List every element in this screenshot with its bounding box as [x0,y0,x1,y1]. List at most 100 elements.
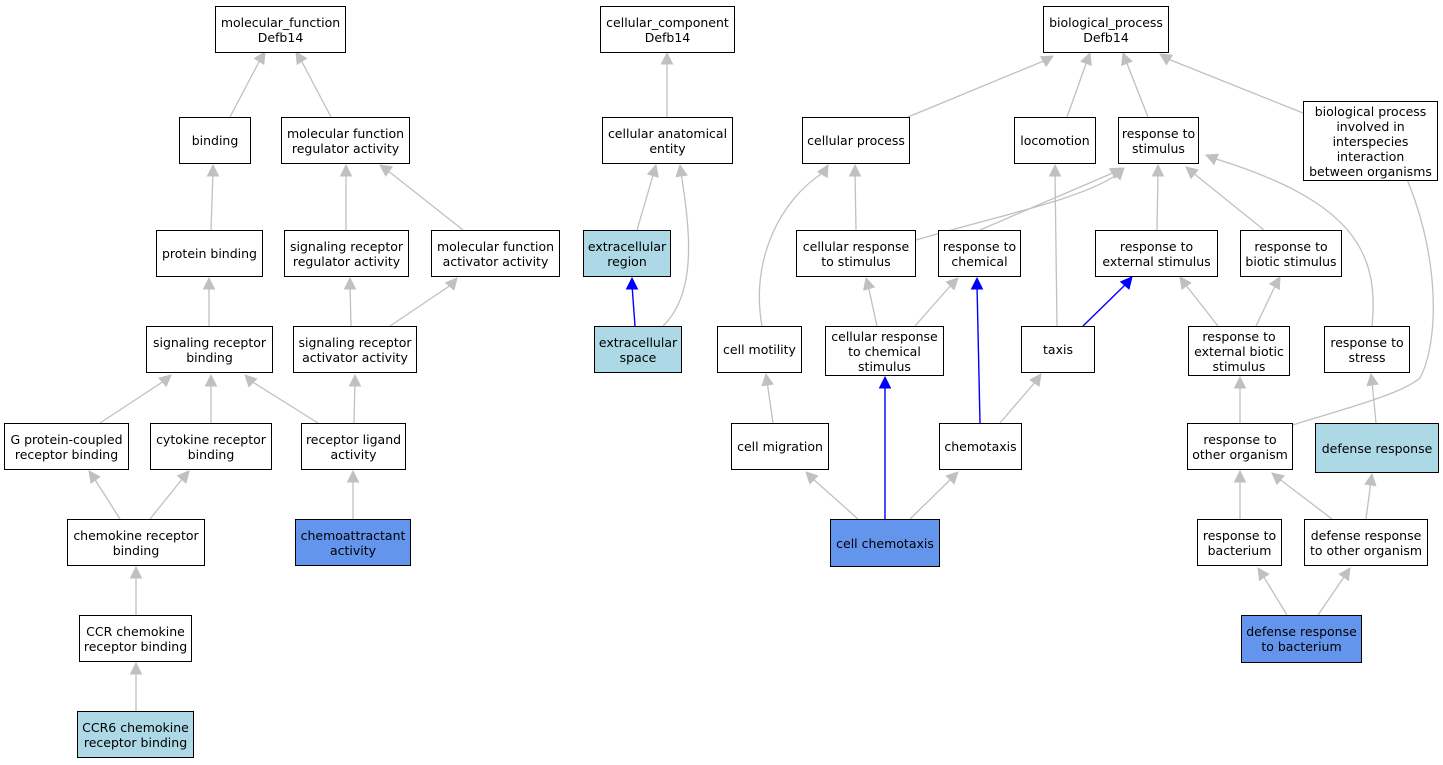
arrowhead-icon [129,565,143,579]
arrowhead-icon [1179,276,1192,291]
node-label-line: to bacterium [1261,639,1342,654]
arrowhead-icon [1233,469,1247,483]
node-label-line: chemical [951,253,1008,269]
node-label-line: defense response [1246,624,1357,639]
node-label-line: CCR chemokine [86,623,185,639]
edge [636,171,655,231]
node-label-line: chemoattractant [300,527,406,543]
node-label-line: G protein-coupled [10,431,123,447]
edge [662,171,690,327]
highlighted-edge [976,284,981,424]
arrowhead-icon [204,373,218,387]
node-label-line: response to [1203,431,1277,447]
node-defense-response[interactable]: defense response [1315,423,1439,473]
node-label-line: cytokine receptor [156,431,266,447]
edge [93,477,121,520]
node-label-line: region [607,253,647,269]
arrowhead-icon [863,276,876,291]
node-label-line: involved in [1336,118,1405,134]
edge [907,59,1047,118]
edge [1125,60,1149,118]
node-label-line: signaling receptor [298,334,412,350]
arrowhead-icon [253,51,266,66]
node-label-line: stress [1348,349,1386,365]
node-locomotion[interactable]: locomotion [1014,117,1096,164]
node-label-line: molecular function [436,238,555,254]
node-cellular-process[interactable]: cellular process [802,117,910,164]
node-label-line: activity [329,542,377,558]
edge [1261,573,1288,616]
edge [811,477,859,520]
edge [1066,60,1088,118]
arrowhead-icon [1048,163,1062,177]
node-label-line: space [619,349,657,365]
arrowhead-icon [945,471,959,485]
node-taxis[interactable]: taxis [1021,326,1095,373]
node-label-line: cellular anatomical [607,125,728,141]
node-label-line: cellular response [802,238,910,254]
node-label-line: response to [1119,238,1194,254]
node-cell-chemotaxis[interactable]: cell chemotaxis [830,519,940,567]
node-label-line: biotic stimulus [1245,253,1337,269]
edge [914,283,953,327]
edge [353,380,356,424]
node-label-line: entity [649,140,686,156]
arrowhead-icon [1257,567,1270,582]
node-binding[interactable]: binding [179,117,251,164]
node-label-line: cellular response [831,328,938,344]
edge [867,284,878,327]
node-cell-migration[interactable]: cell migration [731,423,829,470]
edge [149,477,184,520]
node-cell-motility[interactable]: cell motility [717,326,802,373]
edge [979,171,1116,231]
node-label-line: extracellular [587,238,667,254]
node-protein-binding[interactable]: protein binding [156,230,263,277]
node-label-line: cell migration [737,439,823,454]
arrowhead-icon [343,276,357,290]
node-label-line: cell motility [723,342,796,357]
arrowhead-icon [1338,567,1351,582]
edge [1288,167,1434,427]
node-label-line: molecular_function [220,14,341,30]
node-label-line: locomotion [1020,133,1090,148]
node-label-line: bacterium [1207,542,1272,558]
edge [1184,283,1219,327]
arrowhead-icon [1204,153,1220,166]
arrowhead-icon [295,51,308,66]
node-chemotaxis[interactable]: chemotaxis [939,423,1022,470]
node-label-line: response to [942,238,1017,254]
edge [854,171,857,231]
node-label-line: response to [1254,238,1328,254]
